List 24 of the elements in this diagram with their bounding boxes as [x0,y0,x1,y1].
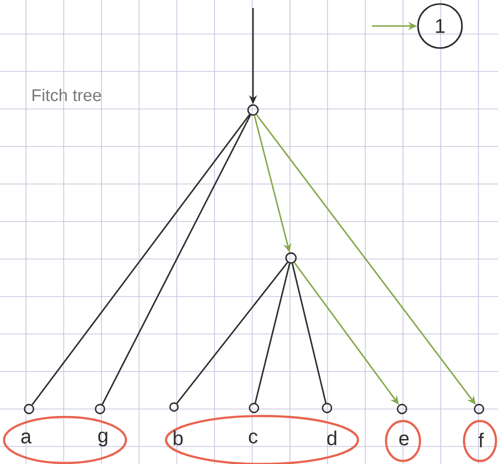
leaf-node [24,404,34,414]
branch-line [176,262,288,404]
leaf-label: a [21,432,32,444]
title-label: Fitch tree [32,88,102,102]
leaf-node [169,402,179,412]
branch-line [292,263,327,404]
leaf-node [94,404,106,414]
leaf-label: c [248,432,258,444]
leaf-label: g [98,432,108,446]
leaf-node [248,402,260,414]
leaf-label: d [327,430,336,446]
branch-line [254,263,290,404]
tree-node [247,104,259,116]
group-ellipse [462,420,498,462]
leaf-node [474,404,484,414]
leaf-node [396,404,408,414]
leaf-label: b [174,430,183,446]
leaf-label: e [399,434,409,446]
group-ellipse [384,420,422,462]
tree-node [285,252,297,264]
branch-line [32,114,250,406]
leaf-node [322,402,332,414]
branch-line [102,114,252,405]
leaf-label: f [478,432,484,448]
